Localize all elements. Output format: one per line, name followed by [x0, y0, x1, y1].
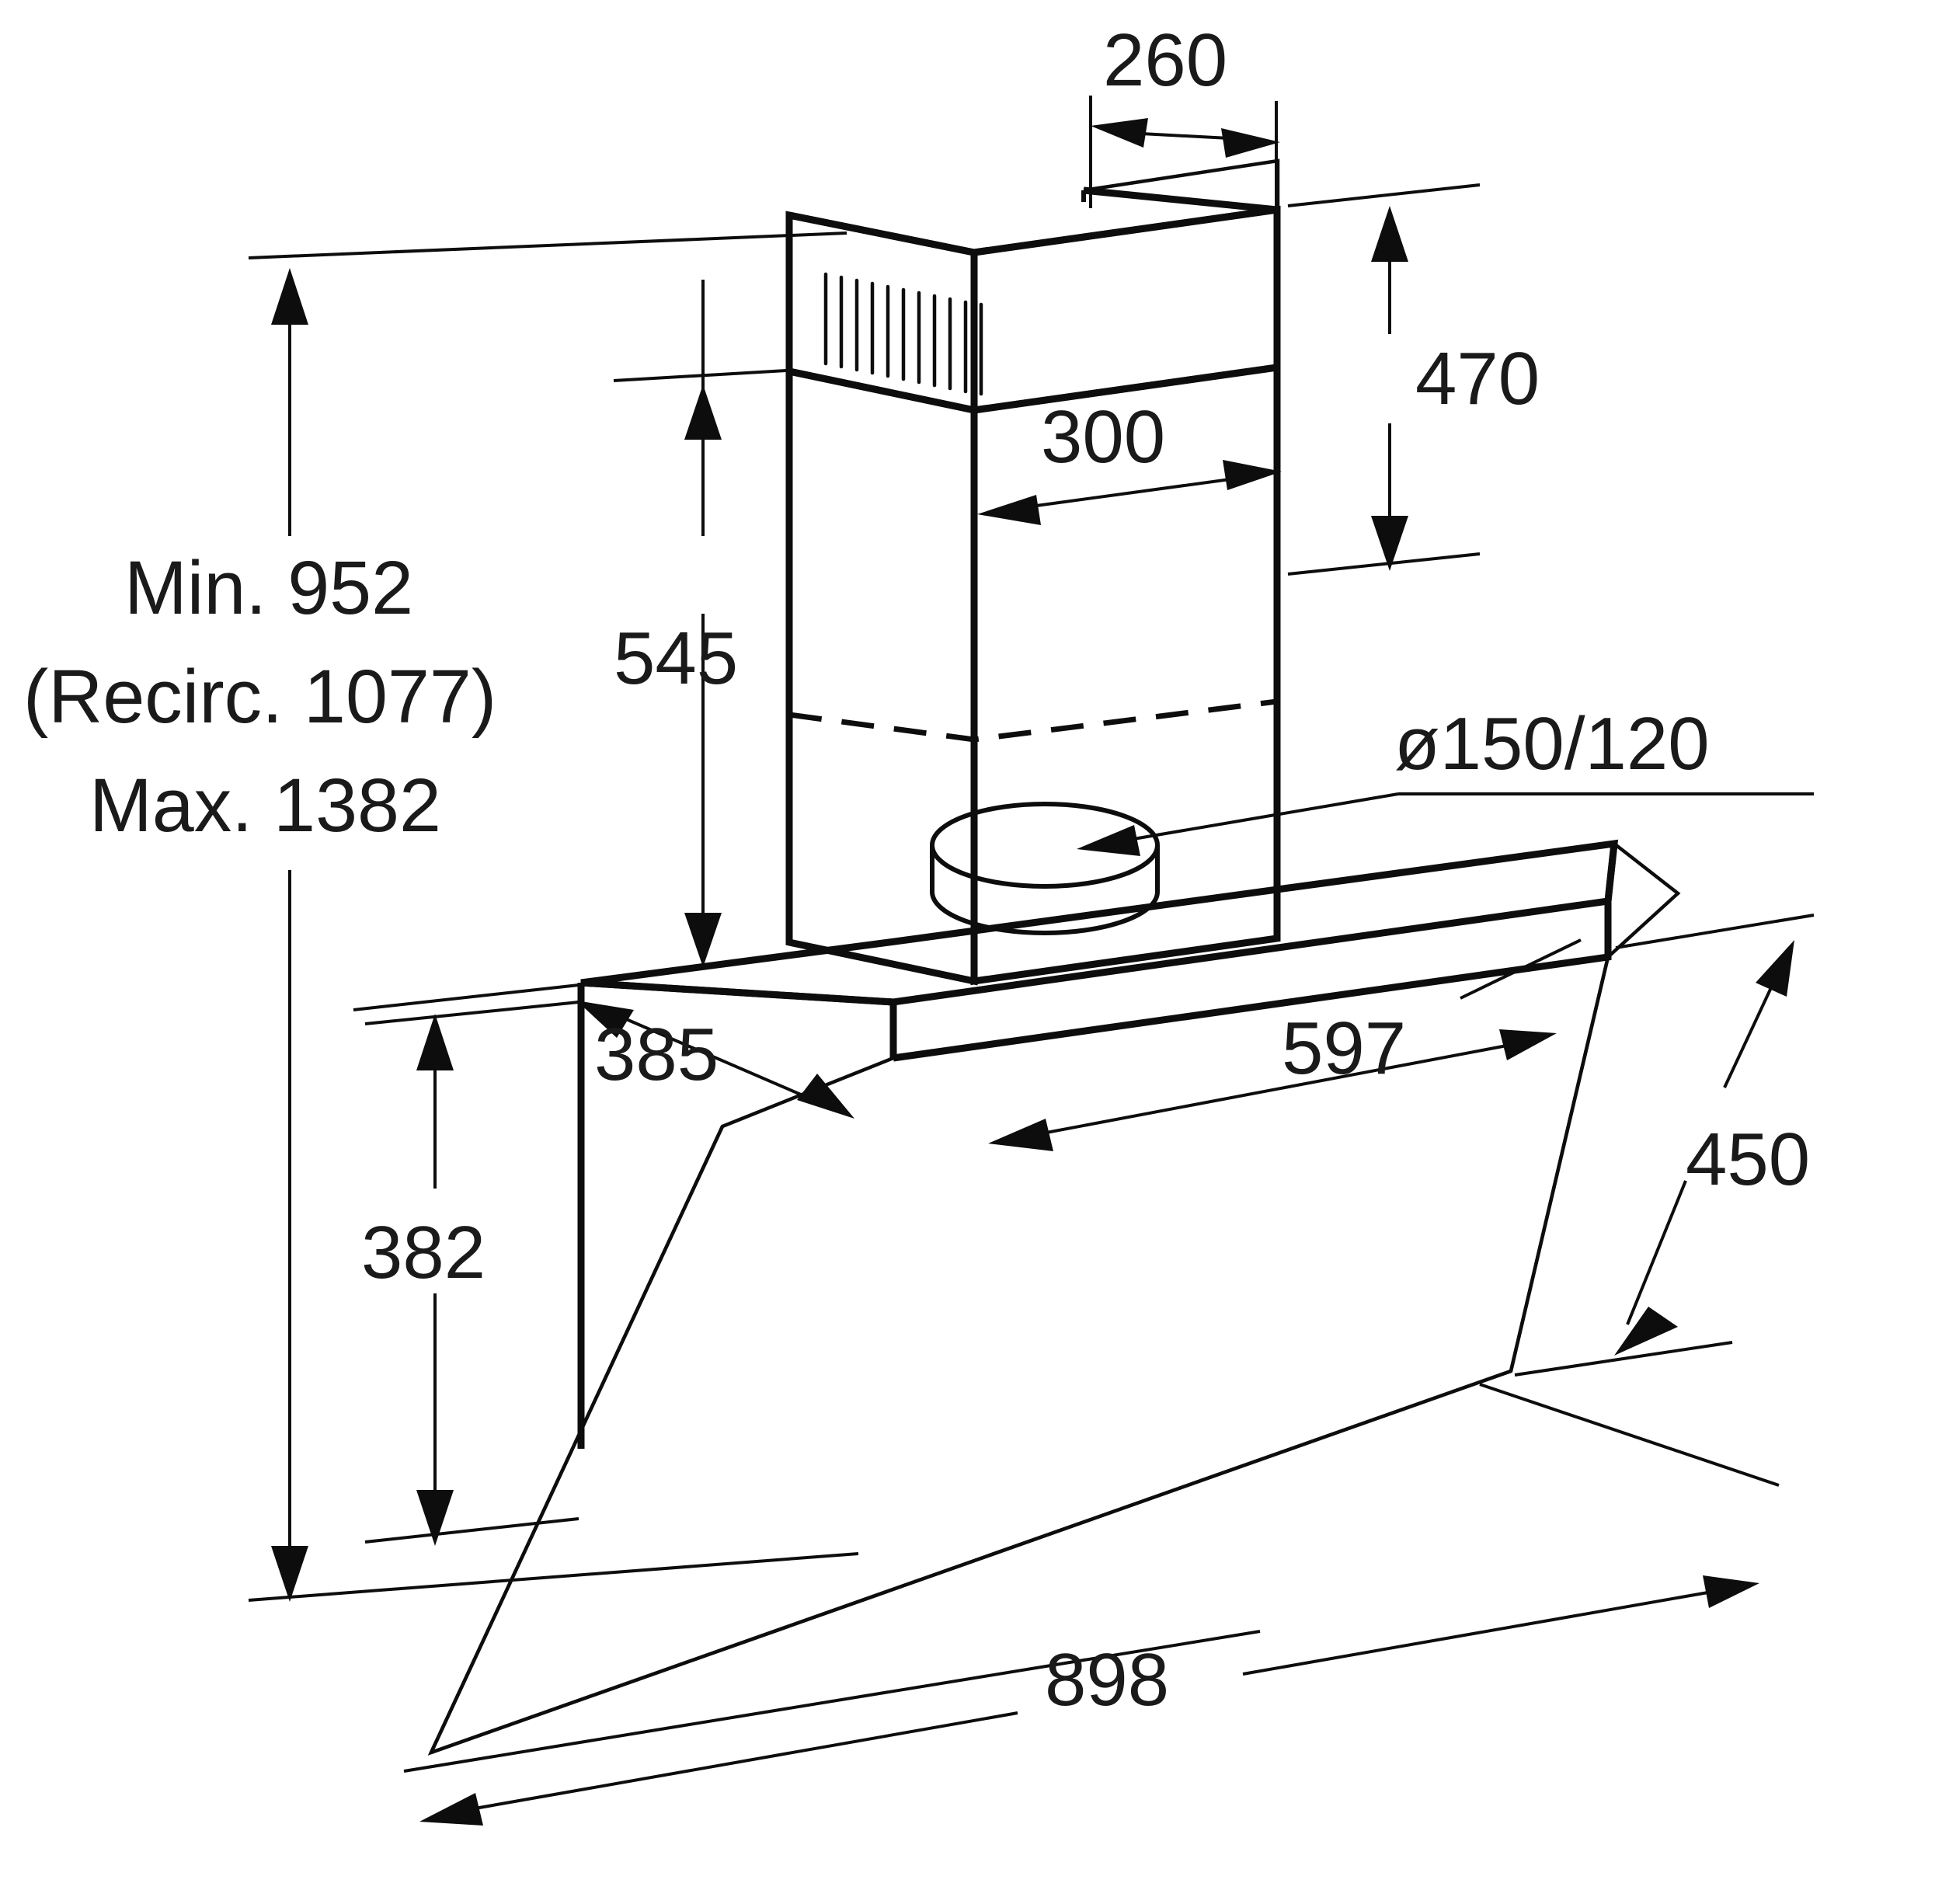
lower-chimney-front-face	[970, 363, 1281, 986]
dimension-label-300: 300	[1041, 395, 1165, 479]
glass-panel-bottom-edge	[430, 1369, 1512, 1755]
install-height-max-label: Max. 1382	[89, 763, 441, 848]
dimension-duct-diameter: ø150/120	[1077, 702, 1814, 856]
upper-chimney-top-edge	[788, 206, 1278, 256]
chimney-vent-grille	[823, 272, 983, 396]
dimension-545: 545	[613, 280, 787, 967]
dimension-label-545: 545	[614, 617, 738, 700]
glass-panel-right-edge	[1509, 956, 1610, 1372]
dimension-label-260: 260	[1103, 19, 1227, 102]
dimension-382: 382	[361, 1001, 579, 1546]
dimension-300: 300	[977, 395, 1282, 525]
dimension-450: 450	[1514, 914, 1815, 1377]
angled-glass-panel	[427, 955, 1610, 1756]
install-height-recirc-label: (Recirc. 1077)	[23, 654, 496, 739]
dimension-label-385: 385	[594, 1013, 719, 1096]
upper-chimney-section	[785, 158, 1281, 415]
canopy-right-end	[1604, 843, 1618, 902]
dimension-install-height: Min. 952 (Recirc. 1077) Max. 1382	[23, 231, 859, 1602]
install-height-min-label: Min. 952	[124, 545, 413, 630]
dimension-898: 898	[403, 1383, 1780, 1826]
dimension-label-597: 597	[1282, 1007, 1406, 1090]
dimension-label-898: 898	[1045, 1638, 1169, 1721]
chimney-top-back-edge	[1083, 186, 1278, 214]
lower-chimney-left-face	[785, 367, 978, 986]
dimension-label-450: 450	[1686, 1118, 1810, 1201]
upper-chimney-front-face	[970, 205, 1281, 415]
dimension-label-duct-diameter: ø150/120	[1394, 702, 1710, 785]
canopy-right-chamfer	[1606, 842, 1681, 959]
telescopic-joint-hidden-line	[788, 698, 1278, 743]
glass-panel-left-edge	[429, 1126, 725, 1753]
dimension-label-382: 382	[361, 1211, 486, 1294]
dimension-597: 597	[988, 938, 1582, 1151]
dimension-470: 470	[1287, 183, 1540, 576]
lower-chimney-section	[785, 363, 1281, 986]
canopy-top-front-edge	[580, 979, 897, 1058]
dimension-385: 385	[353, 983, 854, 1119]
dimension-label-470: 470	[1415, 337, 1540, 420]
dimension-260: 260	[1089, 19, 1280, 208]
